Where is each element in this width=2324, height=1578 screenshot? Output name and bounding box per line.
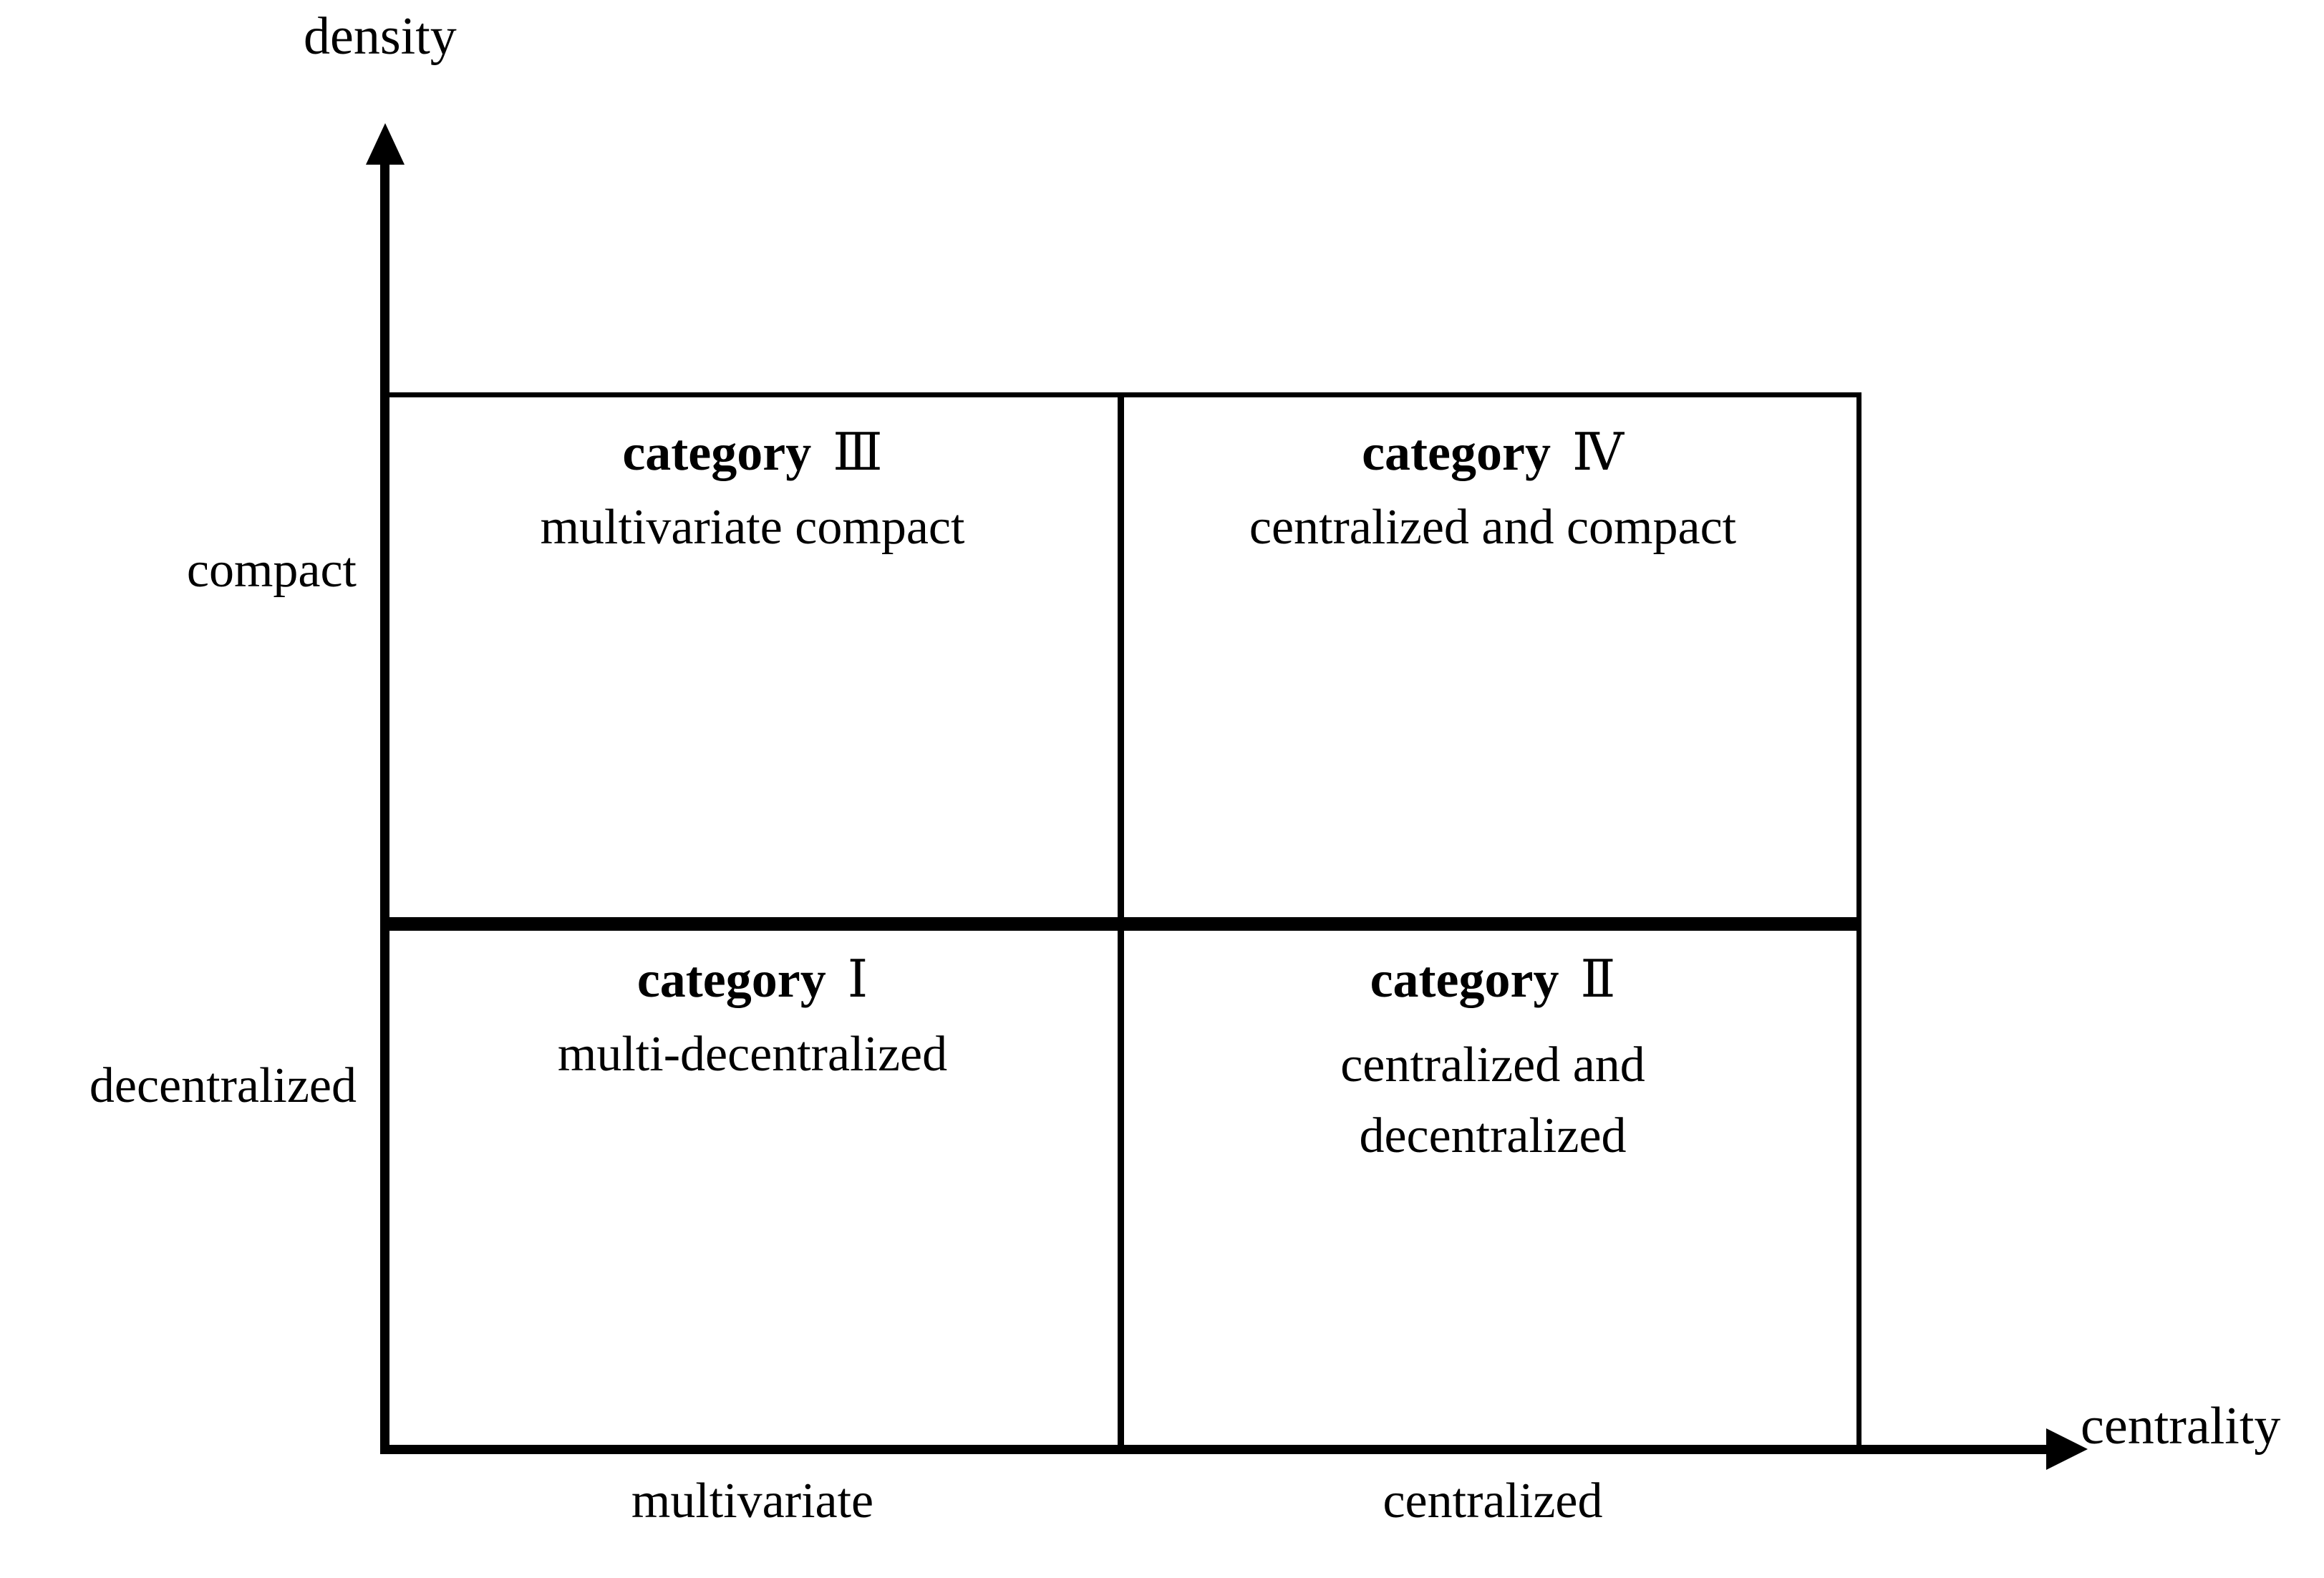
grid-divider-horizontal bbox=[384, 917, 1861, 931]
quadrant-description: centralized and decentralized bbox=[1340, 1037, 1645, 1164]
quadrant-category-word: category bbox=[1370, 951, 1559, 1008]
quadrant-category-number: Ⅲ bbox=[833, 424, 883, 481]
x-axis-title: centrality bbox=[2081, 1397, 2281, 1456]
quadrant-title: category Ⅳ bbox=[1362, 427, 1624, 478]
x-tick-label-multivariate: multivariate bbox=[631, 1473, 874, 1529]
quadrant-category-number: Ⅰ bbox=[847, 951, 868, 1008]
quadrant-description: multivariate compact bbox=[540, 500, 965, 555]
quadrant-category-i: category Ⅰ multi-decentralized bbox=[384, 954, 1121, 1080]
quadrant-description: multi-decentralized bbox=[557, 1027, 948, 1082]
quadrant-category-word: category bbox=[636, 951, 826, 1008]
quadrant-title: category Ⅲ bbox=[622, 427, 882, 478]
quadrant-category-word: category bbox=[622, 424, 812, 481]
y-tick-label-compact: compact bbox=[186, 543, 357, 598]
quadrant-title: category Ⅱ bbox=[1370, 954, 1616, 1005]
quadrant-category-iv: category Ⅳ centralized and compact bbox=[1124, 427, 1861, 553]
quadrant-category-number: Ⅱ bbox=[1580, 951, 1616, 1008]
quadrant-description: centralized and compact bbox=[1249, 500, 1737, 555]
y-axis-title: density bbox=[304, 7, 457, 66]
quadrant-category-iii: category Ⅲ multivariate compact bbox=[384, 427, 1121, 553]
quadrant-category-ii: category Ⅱ centralized and decentralized bbox=[1124, 954, 1861, 1172]
arrow-up-icon bbox=[366, 123, 405, 165]
quadrant-category-number: Ⅳ bbox=[1572, 424, 1624, 481]
arrow-right-icon bbox=[2046, 1428, 2088, 1470]
x-tick-label-centralized: centralized bbox=[1383, 1473, 1603, 1529]
quadrant-category-word: category bbox=[1362, 424, 1551, 481]
quadrant-title: category Ⅰ bbox=[637, 954, 868, 1005]
y-tick-label-decentralized: decentralized bbox=[89, 1058, 357, 1113]
x-axis-line bbox=[380, 1445, 2070, 1454]
